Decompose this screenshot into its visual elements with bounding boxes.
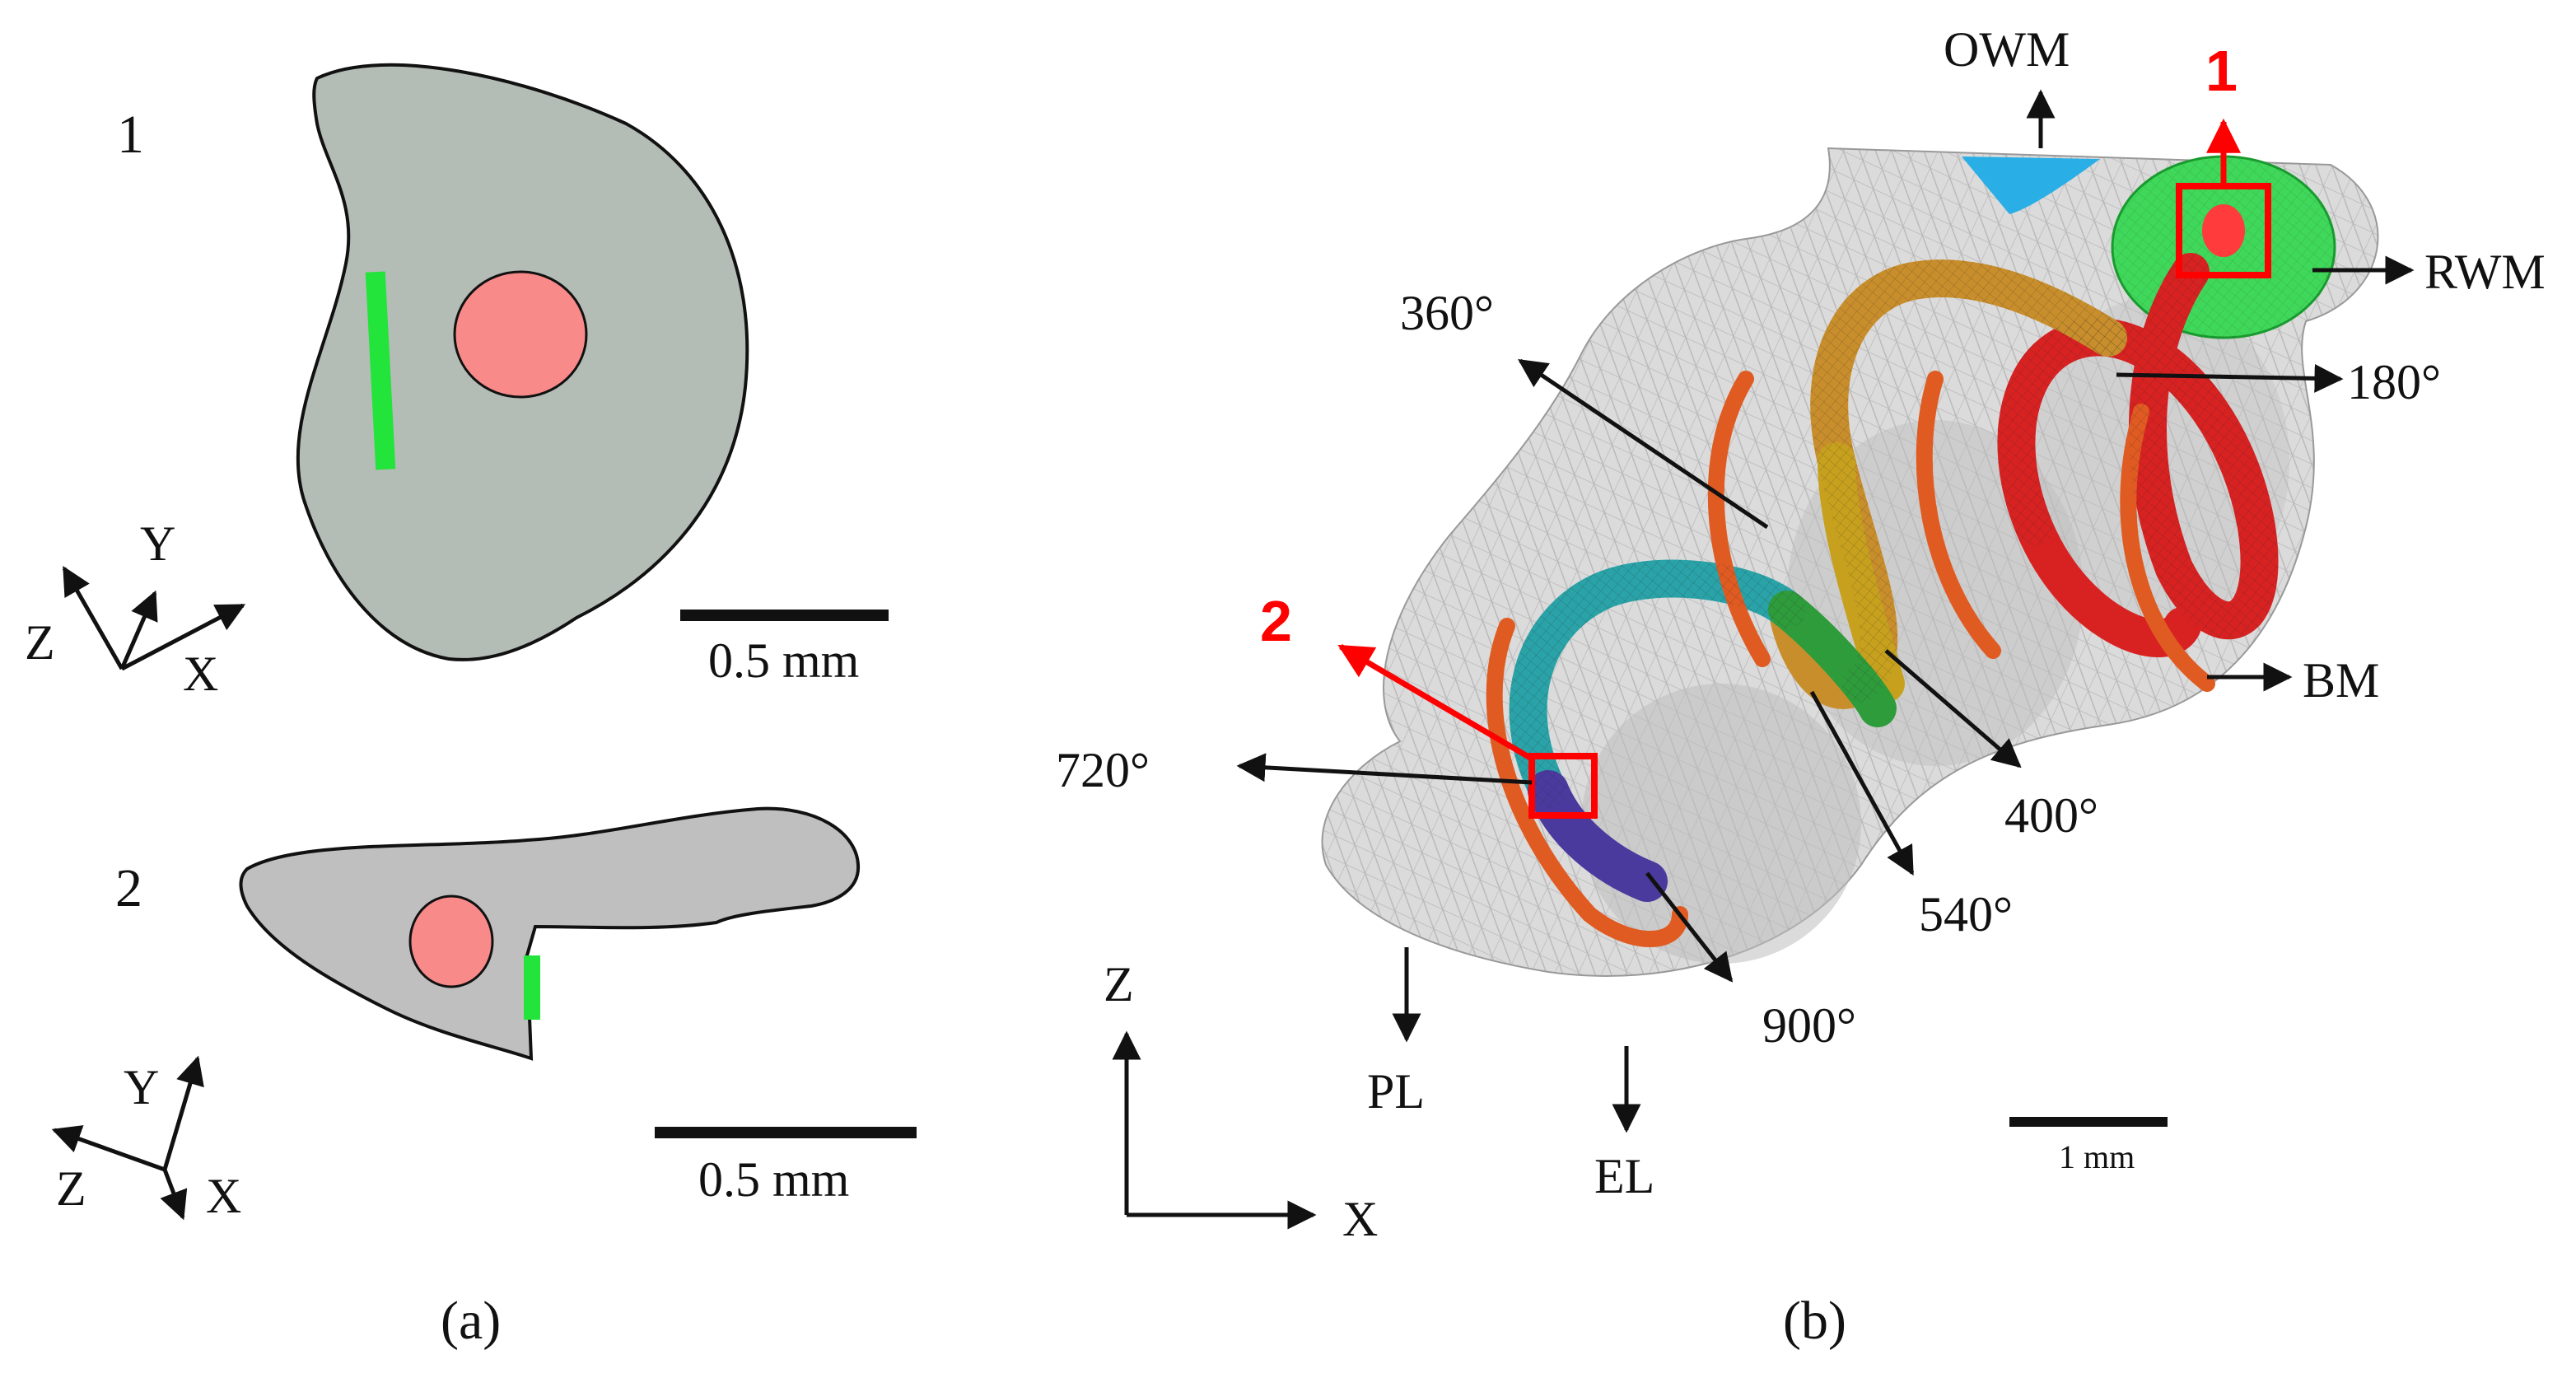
marker-1-spot	[2202, 204, 2245, 257]
marker-2-label: 2	[1260, 589, 1292, 653]
scale-bar-2	[655, 1127, 917, 1138]
marker-2-arrow	[1337, 643, 1532, 761]
scale-bar-1	[680, 610, 889, 621]
label-rwm: RWM	[2424, 245, 2546, 299]
axes-triad-2	[51, 1055, 204, 1221]
axes-triad-1	[62, 565, 246, 671]
scale-bar-1-label: 0.5 mm	[708, 633, 859, 688]
scale-bar-b-label: 1 mm	[2059, 1138, 2135, 1175]
axes-b	[1112, 1030, 1317, 1230]
axis-2-y-label: Y	[124, 1060, 159, 1114]
label-bm: BM	[2303, 653, 2379, 708]
label-pl: PL	[1367, 1064, 1425, 1119]
panel-a-caption: (a)	[441, 1291, 501, 1351]
axis-1-z-label: Z	[25, 615, 55, 670]
lumen-2	[408, 895, 494, 988]
axis-2-x-label: X	[206, 1169, 241, 1223]
label-720: 720°	[1056, 743, 1150, 797]
lumen-1	[453, 270, 588, 399]
marker-1-label: 1	[2205, 39, 2238, 103]
axis-1-x-label: X	[183, 647, 218, 701]
label-180: 180°	[2347, 355, 2441, 409]
scale-bar-b	[2009, 1117, 2168, 1127]
label-el: EL	[1594, 1149, 1654, 1203]
panel-b: 1 2 OWM RWM 180° 360° BM 400° 540° 720° …	[1056, 22, 2546, 1351]
label-owm: OWM	[1944, 22, 2070, 77]
scala-tube-mesh	[1509, 253, 2279, 810]
section-1-number: 1	[117, 105, 144, 165]
marker-1-box	[2176, 183, 2271, 278]
label-360: 360°	[1400, 286, 1494, 340]
scale-bar-2-label: 0.5 mm	[698, 1152, 849, 1207]
axis-b-x-label: X	[1342, 1192, 1378, 1246]
section-2-number: 2	[115, 858, 142, 918]
axis-1-y-label: Y	[140, 516, 175, 571]
label-540: 540°	[1919, 887, 2013, 941]
owm-window	[1962, 156, 2100, 214]
panel-b-caption: (b)	[1783, 1291, 1846, 1351]
callout-arrows	[1236, 89, 2415, 1133]
cochlear-section-2	[239, 806, 861, 1061]
panel-a: 1 Y Z X 0.5 mm 2 Y Z X 0.5 mm (a)	[25, 63, 917, 1351]
membrane-strip-2	[524, 955, 540, 1020]
marker-2-box	[1528, 753, 1598, 819]
axis-2-z-label: Z	[56, 1161, 86, 1216]
axis-b-z-label: Z	[1104, 957, 1134, 1011]
label-400: 400°	[2004, 788, 2098, 843]
label-900: 900°	[1762, 998, 1856, 1053]
membrane-strip-1	[365, 271, 396, 470]
